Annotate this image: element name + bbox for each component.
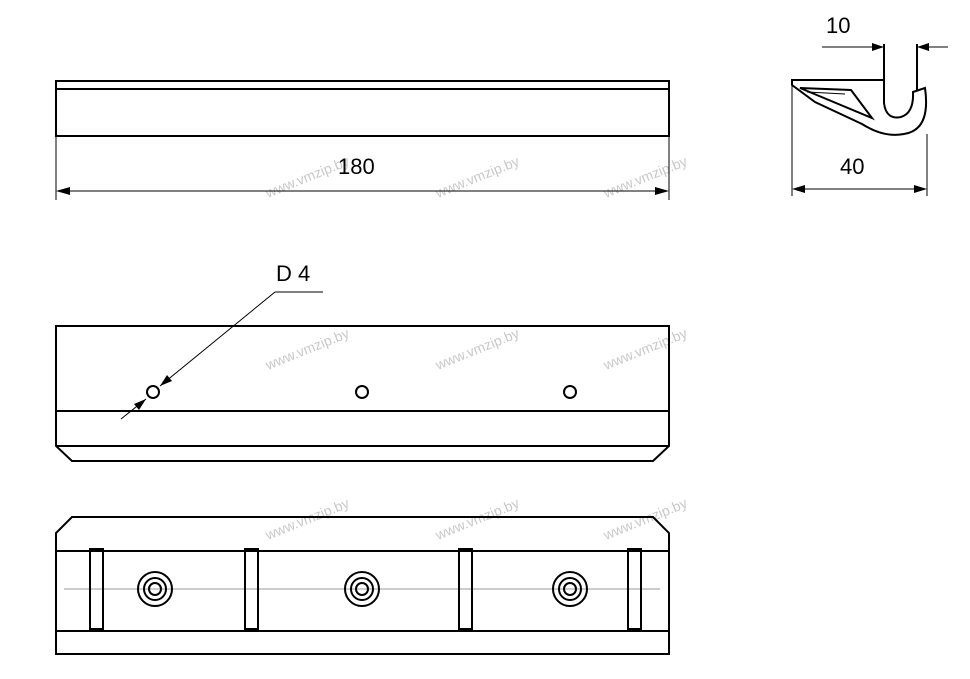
mounting-hole	[146, 385, 160, 399]
watermark: www.vmzip.by	[432, 325, 521, 373]
leader-line	[159, 291, 276, 387]
watermarks: www.vmzip.by www.vmzip.by www.vmzip.by w…	[262, 153, 689, 543]
countersunk-hole	[552, 571, 588, 607]
mounting-hole	[355, 385, 369, 399]
countersunk-hole	[344, 571, 380, 607]
bottom-view	[55, 516, 670, 655]
top-view: 180	[55, 80, 670, 200]
hook-width-label: 10	[826, 13, 850, 38]
rib	[458, 548, 473, 630]
mounting-hole	[563, 385, 577, 399]
arrow-head	[56, 187, 70, 195]
watermark: www.vmzip.by	[432, 153, 521, 201]
arrow-head	[792, 185, 805, 193]
arrow-head	[917, 43, 929, 51]
rib	[89, 548, 104, 630]
arrow-head	[160, 375, 172, 386]
bottom-view-outline	[55, 516, 670, 655]
hook-profile-outline	[791, 79, 927, 136]
watermark: www.vmzip.by	[262, 495, 351, 543]
rib	[627, 548, 642, 630]
profile-chamfer	[799, 87, 875, 121]
watermark: www.vmzip.by	[432, 495, 521, 543]
side-profile: 10 40	[791, 13, 948, 196]
depth-label: 40	[840, 154, 864, 179]
hole-diameter-label: D 4	[276, 261, 310, 286]
watermark: www.vmzip.by	[262, 325, 351, 373]
watermark: www.vmzip.by	[600, 325, 689, 373]
watermark: www.vmzip.by	[600, 495, 689, 543]
length-label: 180	[338, 154, 375, 179]
arrow-head	[872, 43, 884, 51]
watermark: www.vmzip.by	[600, 153, 689, 201]
arrow-head	[134, 399, 146, 410]
arrow-head	[914, 185, 927, 193]
countersunk-hole	[137, 571, 173, 607]
front-view: D 4	[55, 261, 670, 462]
arrow-head	[655, 187, 669, 195]
profile-detail	[806, 91, 846, 95]
rib	[244, 548, 259, 630]
top-view-outline	[55, 80, 670, 137]
